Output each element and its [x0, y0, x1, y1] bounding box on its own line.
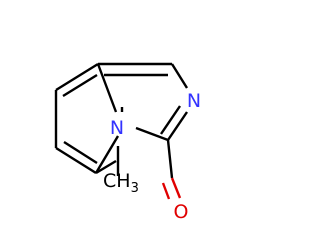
atom-label-n-imine: N [187, 90, 201, 112]
molecule-structure: N N O CH3 [54, 62, 201, 223]
methyl-label-main: CH [103, 170, 131, 192]
bond-c1-n2 [170, 63, 189, 89]
atom-label-n-ring: N [110, 117, 124, 139]
atom-label-methyl: CH3 [103, 170, 139, 196]
bond-c3-n4 [135, 126, 169, 142]
bond-c8a-n4 [96, 63, 118, 113]
atom-label-oxygen: O [174, 201, 189, 223]
bond-c3-cho [166, 139, 174, 179]
aldehyde-group [161, 139, 182, 200]
bond-c-o [170, 177, 182, 199]
bond-n4-c5 [94, 135, 120, 174]
bond-c-o-double [161, 182, 171, 200]
bond-c8-c8a [55, 62, 99, 92]
bond-c6-c5 [95, 159, 117, 175]
bond-c7-c6 [55, 146, 97, 175]
methyl-label-subscript: 3 [131, 181, 139, 196]
pyridine-ring [54, 62, 124, 175]
bond-c8-c8a-double [62, 73, 98, 98]
bond-n2-c3 [167, 111, 188, 141]
structure-canvas: N N O CH3 [54, 62, 202, 223]
bond-n2-c3-double [160, 105, 181, 135]
bond-c7-c6-double [63, 140, 98, 165]
imidazole-ring [98, 62, 189, 142]
